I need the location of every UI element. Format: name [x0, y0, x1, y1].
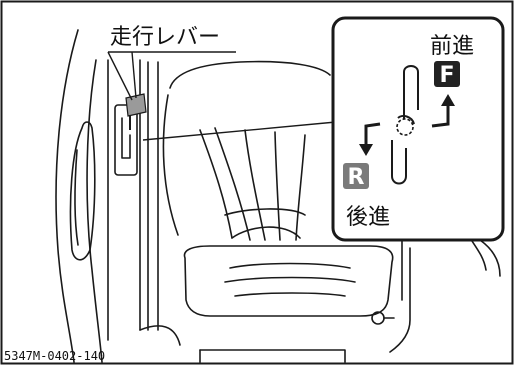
forward-label: 前進	[430, 34, 474, 59]
callout-box	[331, 16, 505, 242]
shift-gate	[391, 65, 419, 185]
forward-arrow	[431, 104, 450, 128]
lever-position-circle	[396, 118, 414, 136]
reverse-label: 後進	[346, 205, 390, 230]
forward-arrowhead	[441, 94, 455, 106]
reverse-arrowhead	[359, 144, 373, 156]
forward-badge-letter: F	[439, 63, 454, 88]
lever-label: 走行レバー	[110, 25, 220, 50]
forward-badge	[434, 61, 460, 87]
figure-id: 5347M-0402-140	[4, 349, 105, 363]
reverse-badge-letter: R	[348, 165, 365, 190]
machine-illustration	[55, 29, 501, 363]
reverse-arrow	[364, 122, 381, 146]
leader-lines	[107, 51, 337, 141]
reverse-badge	[343, 163, 369, 189]
